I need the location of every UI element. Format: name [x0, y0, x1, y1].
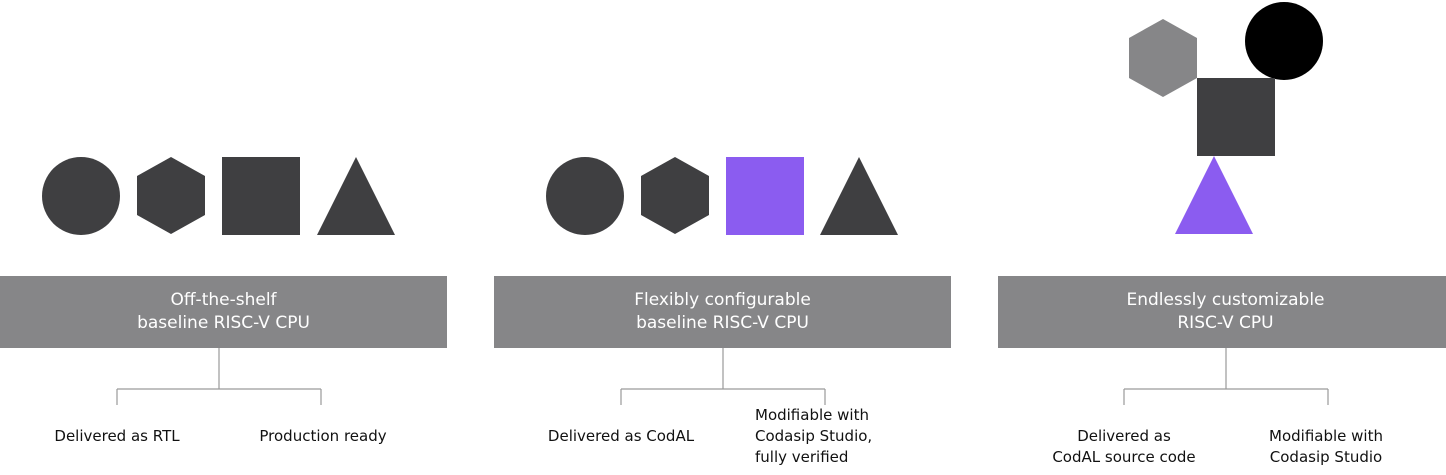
banner-off-the-shelf: Off-the-shelf baseline RISC-V CPU — [0, 276, 447, 348]
banner-title-line1: Off-the-shelf — [170, 290, 277, 310]
connector-2 — [620, 348, 826, 405]
banner-title-line2: baseline RISC-V CPU — [636, 313, 809, 333]
label-production-ready: Production ready — [259, 427, 387, 445]
hexagon-icon — [641, 157, 709, 234]
banner-flexibly-configurable: Flexibly configurable baseline RISC-V CP… — [494, 276, 951, 348]
label-delivered-as-rtl: Delivered as RTL — [54, 427, 180, 445]
hexagon-icon — [1129, 19, 1197, 97]
circle-icon — [42, 157, 120, 235]
banner-title-line2: baseline RISC-V CPU — [137, 313, 310, 333]
label-delivered-as-codal-source: Delivered as CodAL source code — [1052, 427, 1196, 466]
square-icon — [222, 157, 300, 235]
connector-3 — [1123, 348, 1329, 405]
label-modifiable-studio: Modifiable with Codasip Studio — [1269, 427, 1383, 466]
square-icon — [726, 157, 804, 235]
hexagon-icon — [137, 157, 205, 234]
circle-icon — [1245, 2, 1323, 80]
banner-title-line2: RISC-V CPU — [1177, 313, 1274, 333]
label-delivered-as-codal: Delivered as CodAL — [547, 427, 695, 445]
banner-title-line1: Flexibly configurable — [634, 290, 811, 310]
banner-endlessly-customizable: Endlessly customizable RISC-V CPU — [998, 276, 1446, 348]
square-icon — [1197, 78, 1275, 156]
banner-title-line1: Endlessly customizable — [1126, 290, 1325, 310]
triangle-icon — [820, 157, 898, 235]
label-modifiable-verified: Modifiable with Codasip Studio, fully ve… — [755, 406, 873, 466]
triangle-icon — [1175, 156, 1253, 234]
circle-icon — [546, 157, 624, 235]
triangle-icon — [317, 157, 395, 235]
connector-1 — [116, 348, 322, 405]
